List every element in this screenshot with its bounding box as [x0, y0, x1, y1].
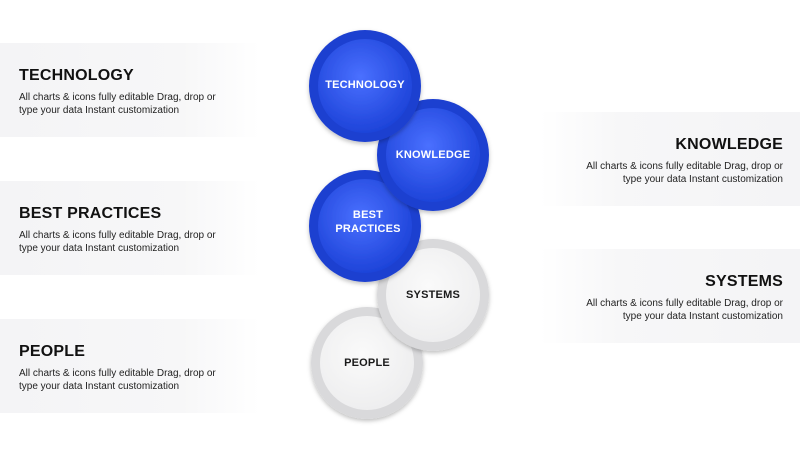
circle-label-systems: SYSTEMS	[406, 288, 460, 302]
circle-technology	[309, 30, 421, 142]
circle-label-line: SYSTEMS	[406, 289, 460, 301]
circle-knowledge	[377, 99, 489, 211]
circle-label-technology: TECHNOLOGY	[325, 78, 405, 92]
circle-label-line: PEOPLE	[344, 357, 390, 369]
panel-knowledge: KNOWLEDGE All charts & icons fully edita…	[540, 112, 800, 206]
panel-description: All charts & icons fully editable Drag, …	[19, 230, 216, 254]
circle-systems	[377, 239, 489, 351]
circle-label-people: PEOPLE	[344, 356, 390, 370]
panel-description: All charts & icons fully editable Drag, …	[586, 298, 783, 322]
panel-title: TECHNOLOGY	[19, 67, 134, 84]
panel-description: All charts & icons fully editable Drag, …	[19, 368, 216, 392]
panel-description: All charts & icons fully editable Drag, …	[586, 161, 783, 185]
circle-label-line: TECHNOLOGY	[325, 79, 405, 91]
circle-label-line: KNOWLEDGE	[395, 149, 471, 161]
circle-best-practices	[309, 170, 421, 282]
circle-label-best-practices: BEST PRACTICES	[335, 208, 400, 236]
panel-systems: SYSTEMS All charts & icons fully editabl…	[540, 249, 800, 343]
circle-label-line: BEST	[352, 209, 384, 221]
panel-best-practices: BEST PRACTICES All charts & icons fully …	[0, 181, 260, 275]
circle-label-line: PRACTICES	[335, 223, 401, 235]
panel-title: PEOPLE	[19, 343, 86, 360]
panel-title: BEST PRACTICES	[19, 205, 162, 222]
panel-description: All charts & icons fully editable Drag, …	[19, 92, 216, 116]
panel-technology: TECHNOLOGY All charts & icons fully edit…	[0, 43, 260, 137]
panel-people: PEOPLE All charts & icons fully editable…	[0, 319, 260, 413]
circle-label-knowledge: KNOWLEDGE	[396, 148, 471, 162]
panel-title: SYSTEMS	[705, 273, 783, 290]
panel-title: KNOWLEDGE	[675, 136, 783, 153]
